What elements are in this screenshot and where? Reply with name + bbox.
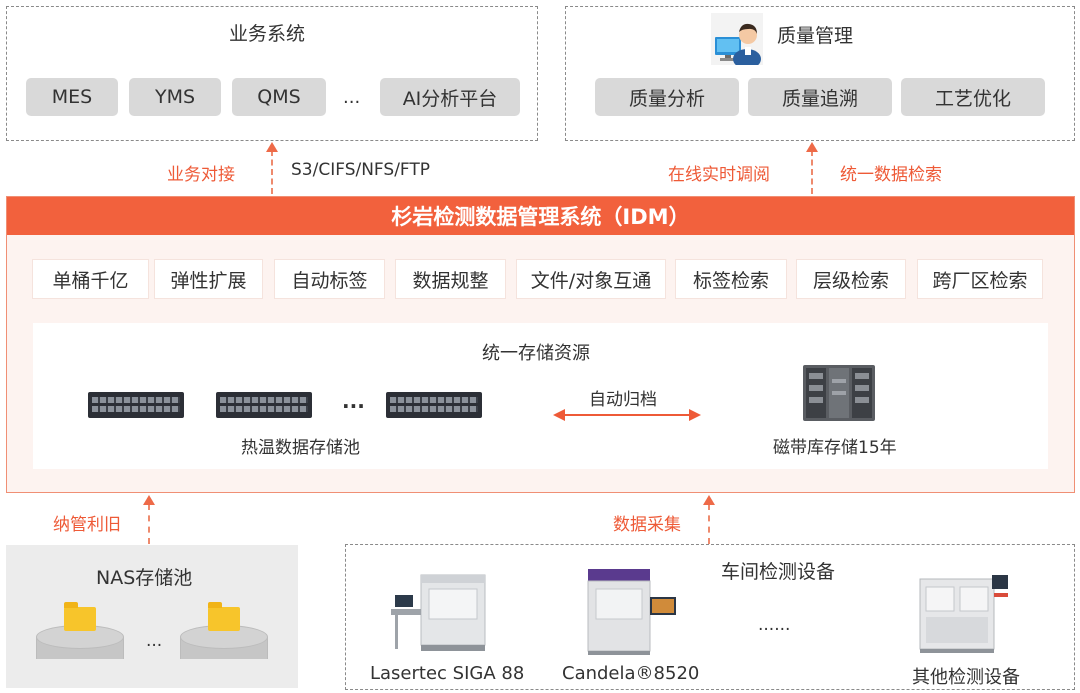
managed-reuse-line [148,504,150,544]
ai-platform-button[interactable]: AI分析平台 [380,78,520,116]
business-system-title: 业务系统 [229,23,306,45]
auto-archive-label: 自动归档 [589,390,657,410]
workshop-ellipsis: ...... [758,615,791,635]
server-icon-2 [216,392,312,418]
feature-single-bucket: 单桶千亿 [33,260,148,298]
nas-storage-box: NAS存储池 ... [6,545,298,688]
online-view-arrow [806,142,818,152]
workshop-title: 车间检测设备 [721,561,836,583]
nas-disk-2 [180,625,268,671]
protocols-label: S3/CIFS/NFS/FTP [291,160,431,180]
feature-tag-search: 标签检索 [676,260,786,298]
candela-label: Candela®8520 [562,663,700,684]
other-devices-label: 其他检测设备 [912,667,1020,688]
quality-management-title: 质量管理 [777,25,854,47]
feature-elastic-scaling: 弹性扩展 [155,260,262,298]
workshop-devices-box: 车间检测设备 Lasertec SIGA 88 Candela®8520 ...… [345,544,1075,690]
yms-button[interactable]: YMS [129,78,221,116]
lasertec-machine-icon [391,571,491,657]
mes-button[interactable]: MES [26,78,118,116]
quality-management-box: 质量管理 质量分析 质量追溯 工艺优化 [565,6,1075,141]
qms-button[interactable]: QMS [232,78,326,116]
data-collection-line [708,504,710,544]
business-link-arrow [266,142,278,152]
business-link-line [271,150,273,194]
candela-machine-icon [586,567,678,659]
feature-cross-site-search: 跨厂区检索 [918,260,1042,298]
nas-disk-1 [36,625,124,671]
nas-title: NAS存储池 [96,567,193,589]
quality-trace-button[interactable]: 质量追溯 [748,78,892,116]
other-machine-icon [914,573,1010,659]
process-optimize-button[interactable]: 工艺优化 [901,78,1045,116]
nas-ellipsis: ... [146,631,163,651]
online-view-line [811,150,813,194]
unified-storage-title: 统一存储资源 [482,343,590,364]
hot-pool-label: 热温数据存储池 [241,438,360,458]
lasertec-label: Lasertec SIGA 88 [370,663,525,684]
unified-storage-panel: 统一存储资源 ... 热温数据存储池 自动归档 [33,323,1048,469]
server-icon-3 [386,392,482,418]
idm-title: 杉岩检测数据管理系统（IDM） [7,197,1074,235]
online-view-label: 在线实时调阅 [668,165,770,185]
idm-system-frame: 杉岩检测数据管理系统（IDM） 单桶千亿 弹性扩展 自动标签 数据规整 文件/对… [6,196,1075,493]
managed-reuse-arrow [143,495,155,505]
archive-arrow [553,409,701,421]
managed-reuse-label: 纳管利旧 [53,515,121,535]
data-collection-arrow [703,495,715,505]
tape-library-label: 磁带库存储15年 [773,438,897,458]
business-system-box: 业务系统 MES YMS QMS ... AI分析平台 [6,6,538,141]
business-ellipsis: ... [343,87,361,108]
feature-auto-tagging: 自动标签 [275,260,384,298]
folder-icon-2 [208,602,240,631]
feature-data-normalize: 数据规整 [396,260,505,298]
tape-library-icon [803,365,875,421]
server-ellipsis: ... [342,389,365,413]
quality-analysis-button[interactable]: 质量分析 [595,78,739,116]
unified-search-label: 统一数据检索 [840,165,942,185]
business-link-label: 业务对接 [167,165,235,185]
server-icon-1 [88,392,184,418]
feature-hierarchy-search: 层级检索 [797,260,905,298]
folder-icon-1 [64,602,96,631]
data-collection-label: 数据采集 [613,515,681,535]
feature-file-object: 文件/对象互通 [517,260,665,298]
user-computer-icon [711,13,763,69]
